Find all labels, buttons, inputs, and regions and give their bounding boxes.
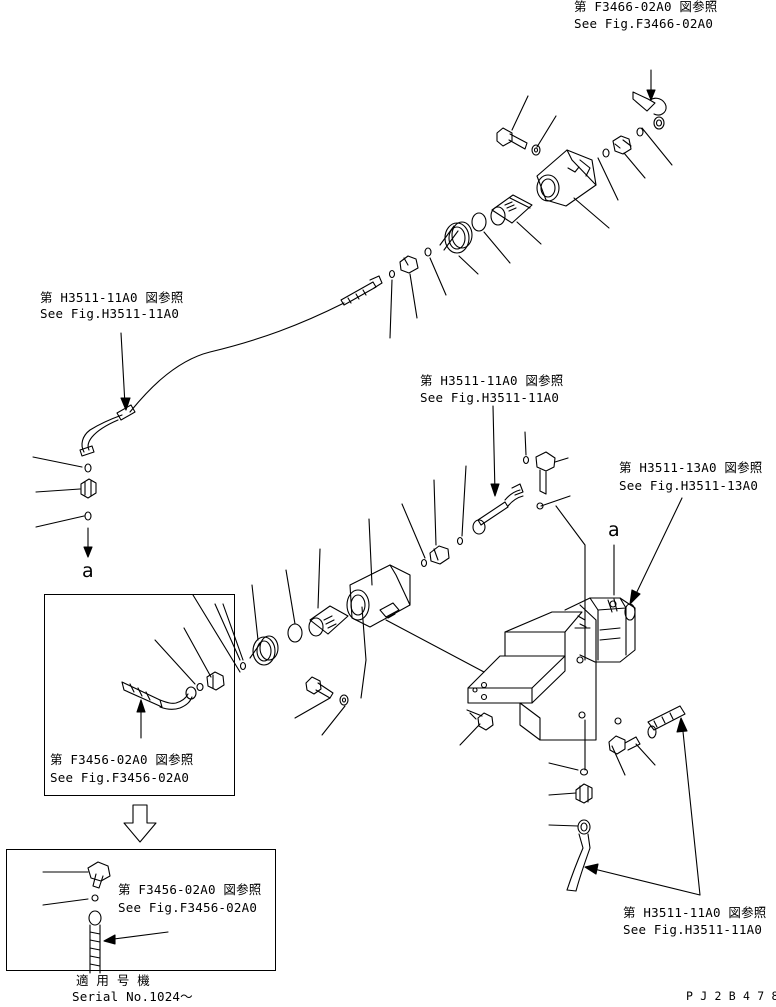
- nipple-mid: [429, 545, 450, 565]
- ref-label-f3456-box-en: See Fig.F3456-02A0: [50, 770, 190, 785]
- bracket-plate: [519, 604, 597, 741]
- left-fitting: [80, 478, 97, 499]
- valve-body-mid: [346, 564, 411, 628]
- transition-arrow: [123, 804, 157, 843]
- sleeve-top: [490, 194, 533, 226]
- oring-small: [522, 455, 530, 465]
- oring-small: [84, 463, 92, 473]
- oring-small: [536, 502, 544, 510]
- mid-hose-end: [472, 483, 524, 535]
- leader-line: [589, 867, 701, 896]
- drawing-code: P J 2 B 4 7 8: [686, 989, 776, 1003]
- elbow-upper: [535, 451, 556, 495]
- ref-label-h3511-13-ja: 第 H3511-13A0 図参照: [619, 460, 763, 475]
- serial-label-ja: 適 用 号 機: [76, 973, 150, 988]
- oring-small: [614, 717, 622, 725]
- plug-mid: [249, 635, 279, 666]
- leader-line: [492, 405, 496, 494]
- top-washer: [531, 144, 541, 156]
- arrow-head: [676, 717, 688, 733]
- ref-label-h3511-left-ja: 第 H3511-11A0 図参照: [40, 290, 184, 305]
- hose-nut: [577, 819, 591, 835]
- oring-small: [424, 247, 432, 257]
- arrow-head: [629, 589, 641, 605]
- fitting-lower: [575, 783, 593, 804]
- part-leaders-top: [32, 95, 673, 528]
- nipple-top: [399, 255, 419, 274]
- pump-assembly: [564, 597, 636, 663]
- ref-label-h3511-mid-ja: 第 H3511-11A0 図参照: [420, 373, 564, 388]
- hose-right: [647, 705, 686, 731]
- arrow-head: [120, 397, 131, 411]
- elbow-lower-right: [608, 735, 641, 755]
- plug-top: [439, 221, 473, 254]
- small-fitting-top: [612, 135, 632, 155]
- arrow-head: [83, 546, 93, 558]
- sleeve-mid: [308, 605, 349, 637]
- ref-label-h3511-bottom-en: See Fig.H3511-11A0: [623, 922, 763, 937]
- leader-line: [555, 505, 586, 661]
- ref-label-f3456-lower-en: See Fig.F3456-02A0: [118, 900, 258, 915]
- part-leaders-mid: [222, 431, 656, 827]
- hose-nut: [647, 725, 657, 739]
- bolt-mid: [305, 676, 334, 699]
- oring-large: [471, 212, 487, 232]
- top-bolt: [496, 127, 528, 150]
- washer-mid: [339, 694, 349, 706]
- inset-box-upper: [44, 594, 235, 796]
- oring-small: [579, 768, 589, 776]
- ref-label-h3511-mid-en: See Fig.H3511-11A0: [420, 390, 560, 405]
- top-elbow-fitting: [632, 91, 667, 130]
- oring-large: [287, 623, 303, 643]
- ref-label-h3511-13-en: See Fig.H3511-13A0: [619, 478, 759, 493]
- connector-letter-right: a: [608, 519, 620, 541]
- inset-box-lower: [6, 849, 276, 971]
- hose-line: [129, 302, 345, 413]
- oring-small: [456, 536, 464, 546]
- oring-small: [420, 558, 428, 568]
- hose-lower: [566, 833, 591, 892]
- arrow-head: [490, 483, 500, 497]
- oring-small: [239, 661, 247, 671]
- oring-small: [388, 269, 396, 279]
- ref-label-f3456-box-ja: 第 F3456-02A0 図参照: [50, 752, 194, 767]
- bolt-lower: [477, 712, 494, 731]
- oring-small: [602, 148, 610, 158]
- serial-label-en: Serial No.1024～: [72, 989, 193, 1004]
- lower-inset-parts: [42, 861, 169, 974]
- inset-parts: [121, 594, 241, 739]
- ref-label-h3511-left-en: See Fig.H3511-11A0: [40, 306, 180, 321]
- leader-line: [385, 619, 485, 673]
- hose-end-top: [340, 275, 383, 306]
- valve-body-top: [536, 149, 597, 207]
- ref-label-f3466-en: See Fig.F3466-02A0: [574, 16, 714, 31]
- arrow-head: [584, 863, 599, 875]
- leader-line: [632, 497, 683, 601]
- connector-letter-left: a: [82, 560, 94, 582]
- oring-small: [636, 127, 644, 137]
- ref-label-f3456-lower-ja: 第 F3456-02A0 図参照: [118, 882, 262, 897]
- main-block: [467, 611, 583, 704]
- leader-line: [120, 332, 126, 406]
- ref-label-h3511-bottom-ja: 第 H3511-11A0 図参照: [623, 905, 767, 920]
- hose-end-left: [79, 404, 136, 457]
- arrow-head: [646, 89, 656, 101]
- oring-small: [84, 511, 92, 521]
- ref-label-f3466-ja: 第 F3466-02A0 図参照: [574, 0, 718, 14]
- leader-line: [681, 721, 701, 896]
